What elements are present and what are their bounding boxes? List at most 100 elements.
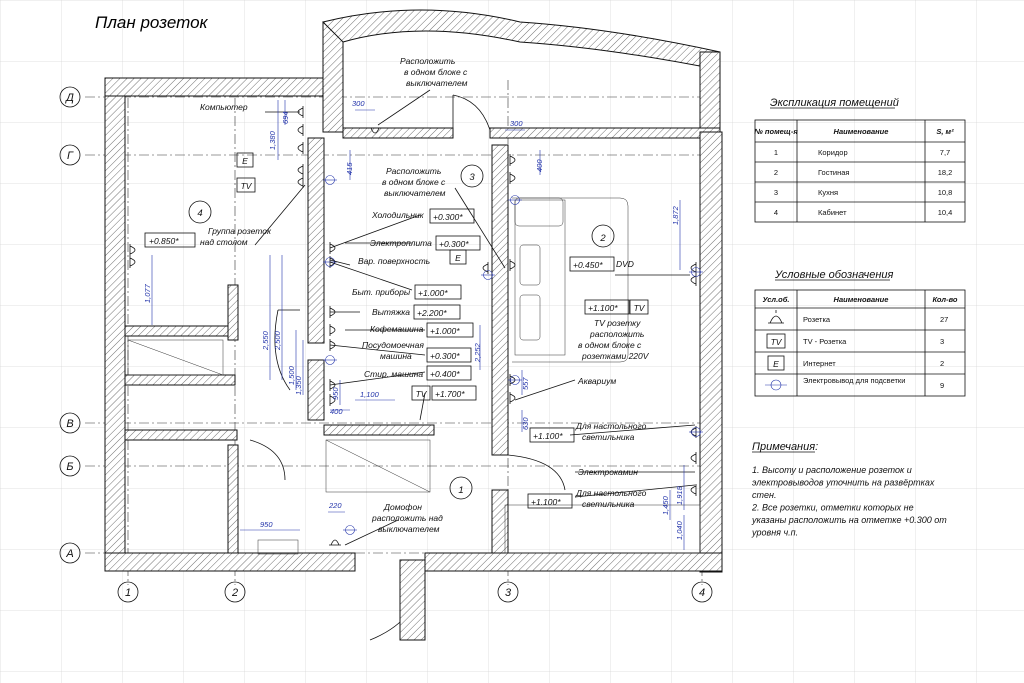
height-light-2: +1.100*	[531, 497, 561, 507]
legend-tv-label: TV	[771, 337, 783, 347]
explication-cell-area: 7,7	[940, 148, 950, 157]
notes: Примечания: 1. Высоту и расположение роз…	[751, 441, 947, 538]
socket-mark	[690, 274, 697, 286]
legend-name-1: TV - Розетка	[803, 337, 847, 346]
dim-7: 1,077	[143, 283, 152, 303]
socket-mark	[329, 324, 336, 336]
room-number-4: 4	[197, 208, 202, 219]
axis-label-a: А	[65, 548, 73, 560]
legend-count-3: 9	[940, 381, 944, 390]
axis-marker-d	[59, 86, 81, 108]
tv-socket-icon: TV	[766, 333, 786, 349]
room-marker-4	[188, 200, 212, 224]
note-line: электровыводов уточнить на развёртках	[752, 478, 935, 488]
axis-label-2: 2	[231, 587, 238, 599]
explication-table: Экспликация помещений № помещ-я Наименов…	[754, 97, 966, 223]
dim-13: 950	[331, 387, 340, 400]
dim-1: 300	[510, 119, 523, 128]
dim-5: 400	[535, 159, 544, 172]
room-marker-3	[460, 164, 484, 188]
explication-cell-number: 3	[774, 188, 778, 197]
explication-cell-name: Кабинет	[818, 208, 847, 217]
explication-cell-area: 10,8	[938, 188, 953, 197]
dim-20: 1,040	[675, 520, 684, 540]
legend-header-name: Наименование	[834, 295, 889, 304]
height-desk: +0.850*	[149, 236, 179, 246]
doors	[249, 94, 566, 641]
axis-label-d: Д	[64, 92, 74, 104]
dim-22: 950	[260, 520, 273, 529]
light-outlet-mark	[323, 175, 337, 185]
note-line: 1. Высоту и расположение розеток и	[752, 465, 912, 475]
callout-cooktop: Вар. поверхность	[358, 256, 430, 266]
axis-marker-a	[59, 542, 81, 564]
internet-socket-icon: E	[767, 355, 785, 371]
light-outlet-icon	[765, 379, 787, 391]
leader-lines	[254, 89, 696, 546]
callout-switch-mid-1: Расположить	[386, 166, 441, 176]
legend-name-0: Розетка	[803, 315, 831, 324]
symbol-tv-study: TV	[241, 181, 253, 191]
height-appliances: +1.000*	[418, 288, 448, 298]
dim-17: 630	[521, 417, 530, 430]
legend-name-2: Интернет	[803, 359, 836, 368]
furniture	[127, 197, 701, 555]
explication-cell-name: Коридор	[818, 148, 848, 157]
symbol-tv-kitchen: TV	[416, 389, 428, 399]
socket-mark	[329, 394, 336, 406]
height-tv-kitchen: +1.700*	[435, 389, 465, 399]
note-line: уровня ч.п.	[751, 528, 798, 538]
callout-desk-light-1a: Для настольного	[575, 421, 647, 431]
socket-mark	[690, 452, 697, 464]
light-outlet-mark	[508, 375, 522, 385]
row-axis-markers: Д Г В Б А	[59, 86, 81, 564]
light-outlet-mark	[508, 195, 522, 205]
legend-title: Условные обозначения	[774, 269, 894, 281]
dim-11: 1,350	[294, 375, 303, 395]
callout-switch-top-1: Расположить	[400, 56, 455, 66]
axis-label-b: Б	[66, 461, 73, 473]
col-axis-markers: 1 2 3 4	[117, 581, 713, 603]
socket-mark	[129, 256, 136, 268]
height-fridge: +0.300*	[433, 212, 463, 222]
height-coffee: +1.000*	[430, 326, 460, 336]
symbol-e-living: E	[455, 253, 461, 263]
room-number-1: 1	[458, 485, 463, 496]
callout-intercom-2: расположить над	[371, 513, 443, 523]
socket-mark	[297, 164, 304, 176]
axis-label-v: В	[66, 418, 73, 430]
explication-cell-number: 2	[774, 168, 778, 177]
height-tv-living: +1.100*	[588, 303, 618, 313]
socket-mark	[509, 172, 516, 184]
callout-tv-note-1: TV розетку	[594, 318, 641, 328]
height-washer: +0.400*	[430, 369, 460, 379]
callout-intercom-1: Домофон	[383, 502, 422, 512]
socket-mark	[509, 392, 516, 404]
room-marker-2	[591, 224, 615, 248]
legend-e-label: E	[773, 359, 779, 369]
axis-label-3: 3	[505, 587, 512, 599]
notes-title: Примечания:	[752, 441, 818, 453]
note-line: указаны расположить на отметке +0.300 от	[751, 515, 947, 525]
callout-dvd: DVD	[616, 259, 634, 269]
room-marker-1	[449, 476, 473, 500]
symbol-boxes: E TV E TV TV	[236, 152, 649, 401]
callout-desk-light-2b: светильника	[582, 499, 635, 509]
axis-marker-4	[691, 581, 713, 603]
socket-icon	[768, 310, 784, 324]
callout-intercom-3: выключателем	[378, 524, 440, 534]
explication-cell-name: Кухня	[818, 188, 838, 197]
explication-header-name: Наименование	[834, 127, 889, 136]
explication-cell-number: 4	[774, 208, 778, 217]
legend-count-1: 3	[940, 337, 944, 346]
dim-4: 415	[345, 162, 354, 175]
dim-12: 2,252	[473, 342, 482, 363]
axis-marker-1	[117, 581, 139, 603]
height-tags: +0.850* +0.300* +0.300* +1.000* +2.200* …	[144, 208, 630, 509]
callout-desk-group-1: Группа розеток	[208, 226, 272, 236]
callout-switch-mid-2: в одном блоке с	[382, 177, 446, 187]
explication-header-area: S, м²	[936, 127, 954, 136]
dimension-lines: 300 300 694 1,380 415 400 1,872 1,077 2,…	[143, 99, 685, 550]
dim-10: 1,500	[287, 365, 296, 385]
light-outlet-mark	[481, 270, 495, 280]
